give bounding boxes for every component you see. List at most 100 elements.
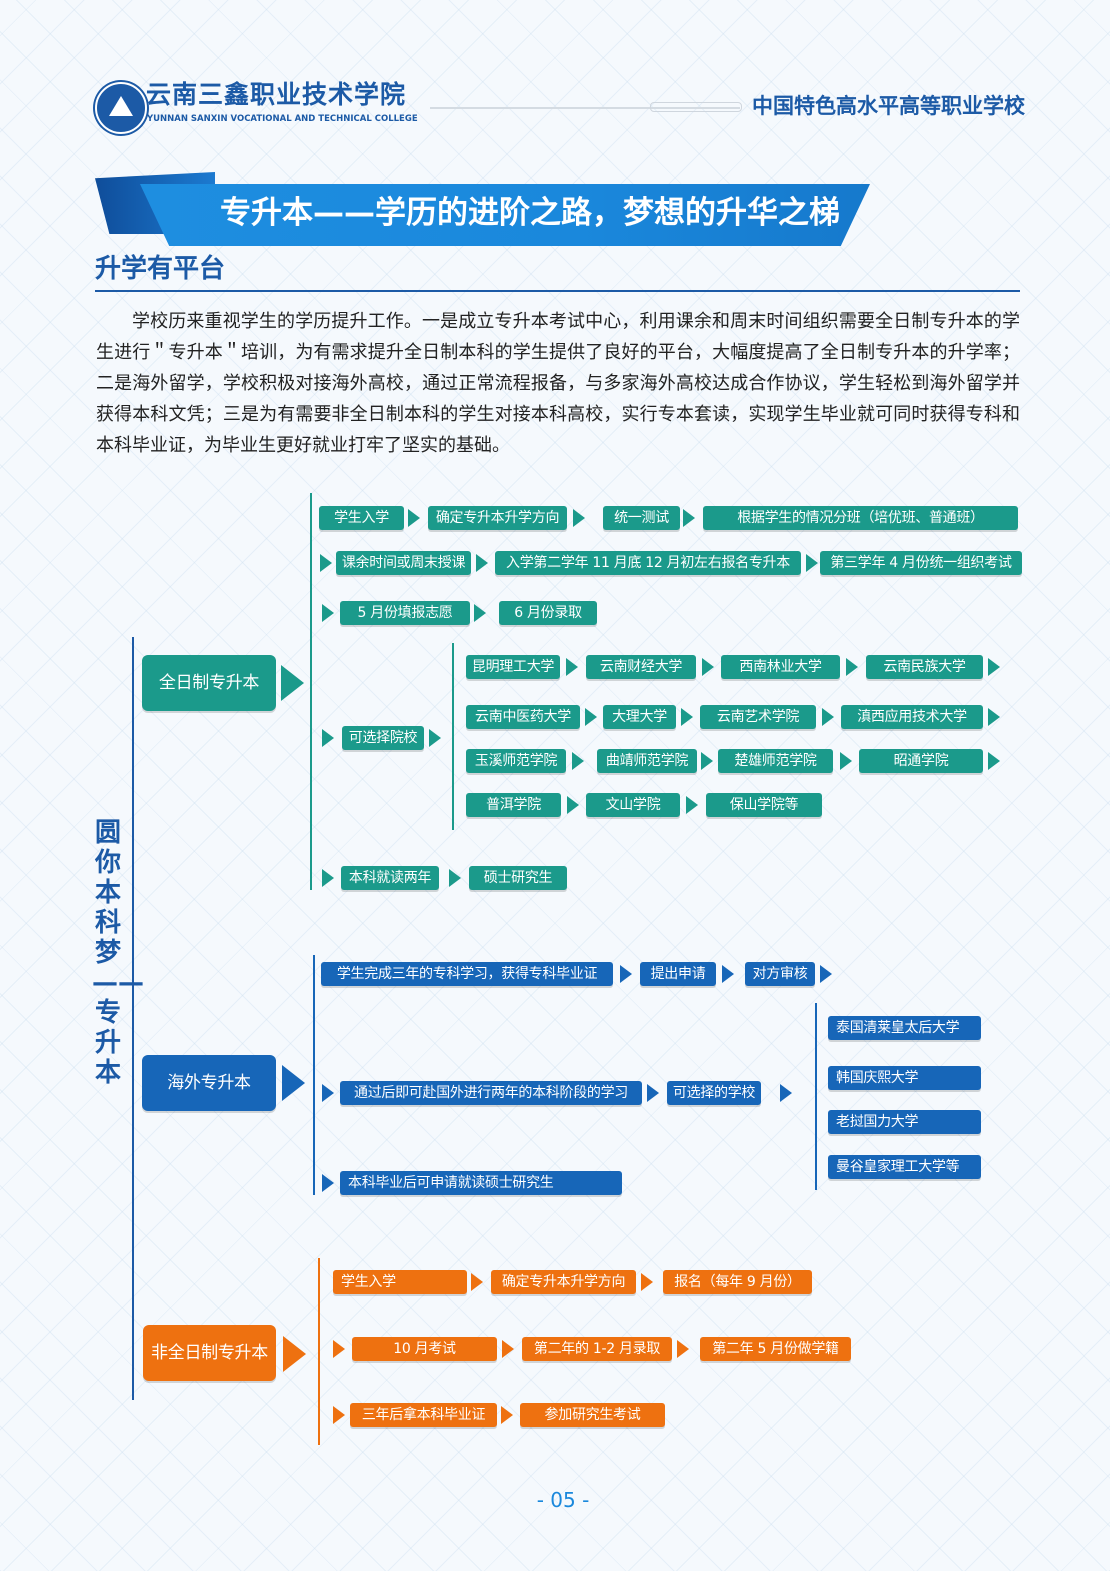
flow-step: 第三学年 4 月份统一组织考试 [820,551,1022,575]
flow-step: 课余时间或周末授课 [336,551,471,575]
arrow-right-icon [846,658,858,676]
bracket-line [132,637,134,1400]
arrow-right-icon [474,604,486,622]
arrow-right-icon [573,509,585,527]
arrow-right-icon [840,752,852,770]
arrow-right-icon [408,509,420,527]
school-item: 云南中医药大学 [466,705,580,729]
flow-step: 确定专升本升学方向 [491,1270,636,1294]
flow-step: 提出申请 [640,962,716,986]
arrow-right-icon [683,509,695,527]
flow-step: 对方审核 [745,962,815,986]
arrow-right-icon [333,1406,345,1424]
bracket-line [452,643,454,830]
arrow-right-icon [988,658,1000,676]
flow-step: 6 月份录取 [499,601,597,625]
category-fulltime: 全日制专升本 [142,655,276,711]
arrow-right-icon [322,604,334,622]
school-logo [95,82,147,134]
arrow-right-icon [322,1174,334,1192]
flow-step: 根据学生的情况分班（培优班、普通班） [703,506,1018,530]
school-item: 玉溪师范学院 [466,749,566,773]
school-item: 云南民族大学 [866,655,983,679]
flow-step: 硕士研究生 [469,866,567,890]
bracket-line [313,955,315,1195]
arrow-right-icon [320,554,332,572]
arrow-right-icon [780,1084,792,1102]
school-item: 云南艺术学院 [700,705,816,729]
flow-step: 通过后即可赴国外进行两年的本科阶段的学习 [340,1081,642,1105]
category-parttime: 非全日制专升本 [143,1325,276,1381]
arrow-right-icon [647,1084,659,1102]
flow-step: 学生完成三年的专科学习，获得专科毕业证 [321,962,613,986]
arrow-right-icon [282,1065,305,1101]
arrow-right-icon [806,554,818,572]
school-item: 普洱学院 [466,793,561,817]
arrow-right-icon [502,1340,514,1358]
school-item: 文山学院 [586,793,680,817]
flow-step: 参加研究生考试 [520,1403,665,1427]
section-title: 升学有平台 [95,254,226,284]
arrow-right-icon [471,1273,483,1291]
arrow-right-icon [820,965,832,983]
school-name-en: YUNNAN SANXIN VOCATIONAL AND TECHNICAL C… [147,114,418,124]
arrow-right-icon [281,665,304,701]
overseas-school: 泰国清莱皇太后大学 [828,1016,981,1040]
schools-label: 可选择院校 [342,726,424,750]
school-item: 昆明理工大学 [466,655,560,679]
arrow-right-icon [701,752,713,770]
arrow-right-icon [501,1406,513,1424]
overseas-school: 韩国庆熙大学 [828,1066,981,1090]
arrow-right-icon [822,708,834,726]
bracket-line [310,493,312,890]
arrow-right-icon [677,1340,689,1358]
arrow-right-icon [429,729,441,747]
arrow-right-icon [476,554,488,572]
arrow-right-icon [283,1336,306,1372]
school-item: 曲靖师范学院 [597,749,697,773]
arrow-right-icon [702,658,714,676]
arrow-right-icon [988,708,1000,726]
overseas-school: 曼谷皇家理工大学等 [828,1155,981,1179]
arrow-right-icon [681,708,693,726]
header-divider [430,107,740,109]
flow-step: 本科就读两年 [341,866,439,890]
bracket-line [318,1258,320,1445]
school-item: 滇西应用技术大学 [841,705,983,729]
arrow-right-icon [449,869,461,887]
arrow-right-icon [686,796,698,814]
intro-paragraph: 学校历来重视学生的学历提升工作。一是成立专升本考试中心，利用课余和周末时间组织需… [96,311,1020,456]
page-title: 专升本——学历的进阶之路，梦想的升华之梯 [220,195,840,231]
school-name: 云南三鑫职业技术学院 [146,80,407,109]
arrow-right-icon [641,1273,653,1291]
school-item: 云南财经大学 [586,655,696,679]
page-number: - 05 - [536,1488,590,1512]
arrow-right-icon [322,1084,334,1102]
arrow-right-icon [322,869,334,887]
arrow-right-icon [722,965,734,983]
school-item: 大理大学 [603,705,676,729]
arrow-right-icon [333,1340,345,1358]
header-slogan: 中国特色高水平高等职业学校 [752,94,1025,118]
title-banner [140,184,870,246]
school-item: 西南林业大学 [721,655,840,679]
flow-step: 入学第二学年 11 月底 12 月初左右报名专升本 [495,551,801,575]
overseas-school: 老挝国力大学 [828,1110,981,1134]
flow-step: 三年后拿本科毕业证 [350,1403,497,1427]
header-decoration [650,102,742,112]
arrow-right-icon [567,796,579,814]
diagram-root-label: 圆你本科梦——专升本 [92,818,144,1088]
category-overseas: 海外专升本 [142,1055,276,1111]
flow-step: 可选择的学校 [667,1081,761,1105]
flow-step: 第二年的 1-2 月录取 [522,1337,672,1361]
section-divider [95,290,1020,292]
arrow-right-icon [572,752,584,770]
arrow-right-icon [620,965,632,983]
arrow-right-icon [988,752,1000,770]
flow-step: 报名（每年 9 月份） [663,1270,812,1294]
flow-step: 统一测试 [603,506,680,530]
flow-step: 确定专升本升学方向 [428,506,567,530]
flow-step: 10 月考试 [352,1337,497,1361]
flow-step: 本科毕业后可申请就读硕士研究生 [340,1171,622,1195]
flow-step: 学生入学 [333,1270,467,1294]
